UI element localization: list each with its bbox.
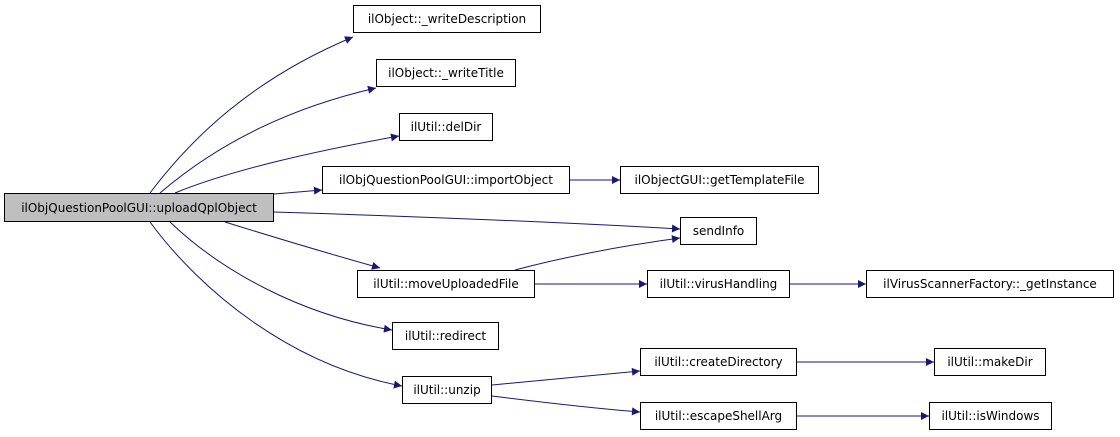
edge-root-to-move-uploaded-file bbox=[224, 221, 381, 270]
node-create-directory[interactable]: ilUtil::createDirectory bbox=[640, 348, 797, 376]
edge-root-to-write-description bbox=[149, 36, 354, 194]
node-import-object[interactable]: ilObjQuestionPoolGUI::importObject bbox=[322, 166, 570, 194]
edge-unzip-to-create-directory bbox=[491, 367, 641, 386]
node-make-dir[interactable]: ilUtil::makeDir bbox=[934, 348, 1046, 376]
node-write-title[interactable]: ilObject::_writeTitle bbox=[376, 59, 516, 87]
edge-root-to-write-title bbox=[159, 85, 377, 194]
edge-root-to-redirect bbox=[169, 221, 393, 333]
node-get-template-file[interactable]: ilObjectGUI::getTemplateFile bbox=[620, 166, 819, 194]
node-write-description[interactable]: ilObject::_writeDescription bbox=[353, 5, 541, 33]
node-root: ilObjQuestionPoolGUI::uploadQplObject bbox=[4, 193, 274, 222]
edge-move-uploaded-file-to-send-info bbox=[514, 235, 681, 271]
node-virus-handling[interactable]: ilUtil::virusHandling bbox=[647, 270, 790, 298]
node-send-info[interactable]: sendInfo bbox=[680, 217, 757, 245]
edge-root-to-send-info bbox=[273, 211, 681, 233]
node-move-uploaded-file[interactable]: ilUtil::moveUploadedFile bbox=[357, 270, 535, 298]
edge-unzip-to-escape-shell-arg bbox=[491, 395, 641, 416]
node-is-windows[interactable]: ilUtil::isWindows bbox=[929, 402, 1052, 430]
node-unzip[interactable]: ilUtil::unzip bbox=[402, 376, 492, 404]
node-redirect[interactable]: ilUtil::redirect bbox=[392, 322, 499, 350]
edge-root-to-del-dir bbox=[174, 133, 400, 194]
node-escape-shell-arg[interactable]: ilUtil::escapeShellArg bbox=[640, 402, 797, 430]
edge-root-to-unzip bbox=[149, 221, 403, 389]
node-del-dir[interactable]: ilUtil::delDir bbox=[399, 113, 493, 141]
node-get-instance[interactable]: ilVirusScannerFactory::_getInstance bbox=[866, 270, 1114, 298]
edge-root-to-import-object bbox=[273, 186, 323, 195]
